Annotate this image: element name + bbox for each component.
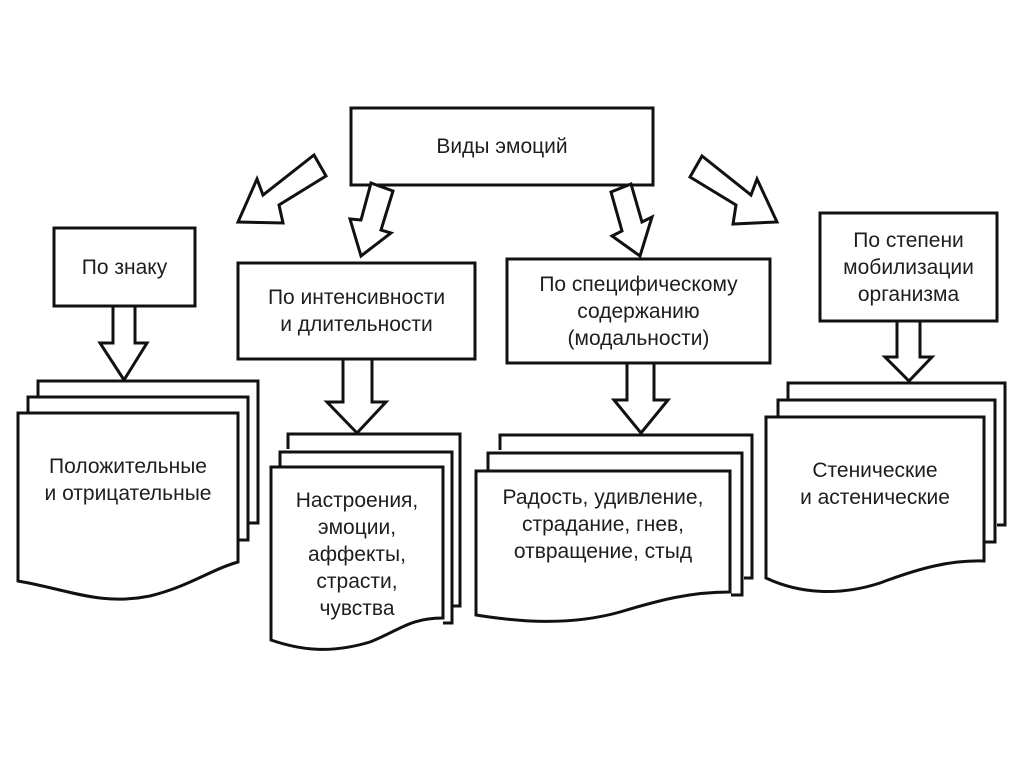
document-stack-mobilization bbox=[764, 381, 1007, 594]
category-box-sign bbox=[52, 226, 197, 308]
arrow-down-icon bbox=[323, 357, 390, 436]
document-stack-sign bbox=[16, 379, 260, 601]
types-label-sign: Положительные и отрицательные bbox=[44, 455, 212, 505]
arrow-down-icon bbox=[881, 319, 936, 384]
category-label-intensity: По интенсивности и длительности bbox=[267, 286, 446, 336]
arrow-down-right-icon bbox=[687, 153, 780, 226]
arrow-down-icon bbox=[609, 181, 655, 259]
category-label-sign: По знаку bbox=[81, 255, 168, 279]
types-label-modality: Радость, удивление, страдание, гнев, отв… bbox=[502, 485, 704, 563]
arrow-down-icon bbox=[347, 181, 395, 259]
types-label-mobilization: Стенические и астенические bbox=[800, 459, 950, 509]
category-box-modality bbox=[505, 257, 772, 365]
root-label: Виды эмоций bbox=[436, 135, 568, 158]
document-stack-intensity bbox=[269, 432, 462, 651]
arrow-down-icon bbox=[97, 304, 150, 383]
root-box bbox=[349, 106, 655, 187]
document-stack-modality bbox=[474, 433, 754, 623]
types-label-intensity: Настроения, эмоции, аффекты, страсти, чу… bbox=[295, 488, 419, 620]
category-label-mobilization: По степени мобилизации организма bbox=[843, 228, 974, 306]
arrow-down-icon bbox=[610, 361, 672, 436]
arrow-down-left-icon bbox=[235, 152, 329, 225]
category-label-modality: По специфическому содержанию (модальност… bbox=[539, 272, 738, 350]
